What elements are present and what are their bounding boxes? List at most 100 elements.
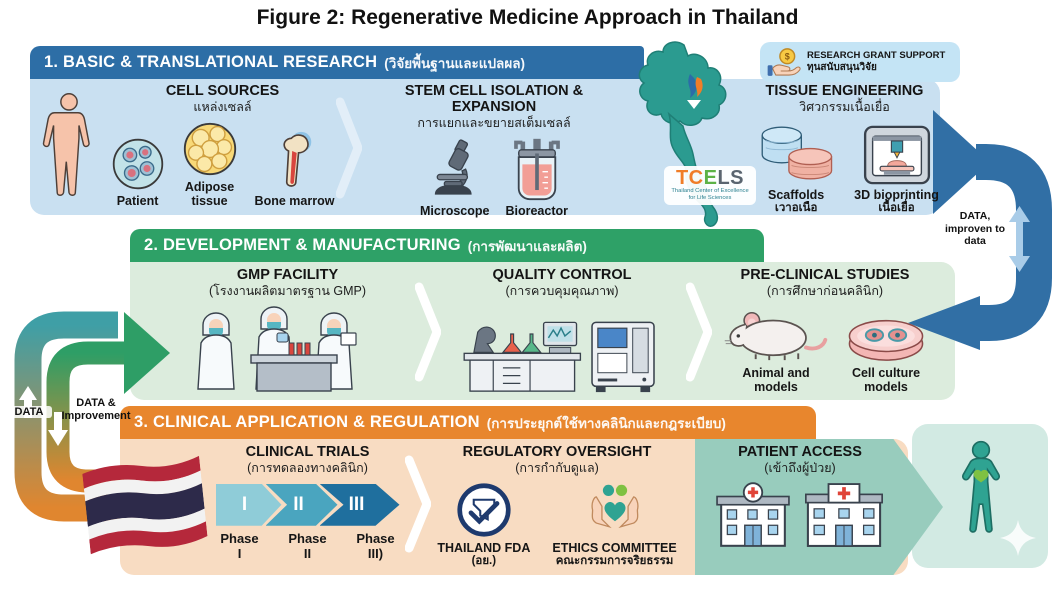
coin-symbol: $ xyxy=(785,52,790,62)
sparkle-icon xyxy=(1000,520,1036,556)
thai-flag xyxy=(82,455,208,555)
patient-cells-icon xyxy=(112,138,163,189)
chevron-separator-icon xyxy=(336,97,362,199)
grant-label: RESEARCH GRANT SUPPORT xyxy=(807,50,946,62)
gmp-workers-icon xyxy=(196,305,357,392)
petri-dish-icon xyxy=(848,319,924,361)
section-1-heading: 1. BASIC & TRANSLATIONAL RESEARCH xyxy=(44,53,378,71)
regulatory-group: REGULATORY OVERSIGHT (การกำกับดูแล) THAI… xyxy=(428,444,686,568)
bioreactor-item: Bioreactor xyxy=(505,137,568,218)
tcels-letters-ls: LS xyxy=(717,167,745,189)
phase-arrows: I II III xyxy=(215,483,400,526)
bioprinting-label: 3D bioprinting xyxy=(854,187,939,202)
quality-control-group: QUALITY CONTROL (การควบคุมคุณภาพ) xyxy=(442,267,682,395)
bone-marrow-label: Bone marrow xyxy=(254,193,335,208)
hospital-icon xyxy=(716,481,790,547)
gmp-thai: (โรงงานผลิตมาตรฐาน GMP) xyxy=(208,283,367,298)
figure-title: Figure 2: Regenerative Medicine Approach… xyxy=(256,6,799,29)
ethics-label: ETHICS COMMITTEE xyxy=(552,540,677,555)
section-1-heading-thai: (วิจัยพื้นฐานและแปลผล) xyxy=(384,55,525,71)
tcels-tagline-2: for Life Sciences xyxy=(688,195,732,202)
access-title: PATIENT ACCESS xyxy=(738,444,862,460)
tissue-engineering-group: TISSUE ENGINEERING วิศวกรรมเนื้อเยื่อ Sc… xyxy=(742,83,947,215)
chevron-separator-icon xyxy=(415,282,441,382)
right-feedback-arrow xyxy=(908,110,1052,350)
bioprinting-item: 3D bioprinting เนื้อเยื่อ xyxy=(854,125,939,215)
qc-thai: (การควบคุมคุณภาพ) xyxy=(505,283,619,298)
patient-label: Patient xyxy=(116,193,159,208)
double-arrow-icon xyxy=(1009,206,1030,272)
grant-badge: $ RESEARCH GRANT SUPPORT ทุนสนับสนุนวิจั… xyxy=(760,42,960,82)
down-arrow-icon xyxy=(48,412,68,446)
bioreactor-label: Bioreactor xyxy=(505,203,568,218)
access-thai: (เข้าถึงผู้ป่วย) xyxy=(764,460,836,475)
isolation-group: STEM CELL ISOLATION & EXPANSION การแยกแล… xyxy=(368,83,620,218)
phase-1-chevron: I xyxy=(215,483,282,526)
outcome-human-icon xyxy=(962,440,1000,533)
microscope-icon xyxy=(434,139,472,195)
bioprinting-thai: เนื้อเยื่อ xyxy=(878,201,915,214)
left-data-label: DATA xyxy=(6,406,52,418)
patient-item: Patient xyxy=(111,137,165,208)
chevron-separator-icon xyxy=(686,282,712,382)
human-body-icon xyxy=(42,92,90,196)
scaffolds-label: Scaffolds xyxy=(768,187,825,202)
rat-icon xyxy=(724,311,828,360)
trials-title: CLINICAL TRIALS xyxy=(245,444,370,460)
trials-thai: (การทดลองทางคลินิก) xyxy=(247,460,368,475)
bioreactor-icon xyxy=(513,138,560,200)
cell-culture-label: Cell culture models xyxy=(851,365,921,394)
animal-models-item: Animal and models xyxy=(722,305,830,394)
bioprinter-icon xyxy=(863,125,930,184)
section-3-header: 3. CLINICAL APPLICATION & REGULATION (กา… xyxy=(120,406,816,439)
section-3-heading-thai: (การประยุกต์ใช้ทางคลินิกและกฎระเบียบ) xyxy=(486,415,726,431)
section-2-heading: 2. DEVELOPMENT & MANUFACTURING xyxy=(144,236,461,254)
isolation-thai: การแยกและขยายสเต็มเซลล์ xyxy=(417,115,571,130)
ethics-hands-icon xyxy=(590,484,639,528)
patient-access-group: PATIENT ACCESS (เข้าถึงผู้ป่วย) xyxy=(705,444,895,548)
tcels-tagline-1: Thailand Center of Excellence xyxy=(671,188,749,194)
microscope-item: Microscope xyxy=(420,139,489,218)
section-1-header: 1. BASIC & TRANSLATIONAL RESEARCH (วิจัย… xyxy=(30,46,644,79)
cell-sources-group: CELL SOURCES แหล่งเซลล์ Patient xyxy=(95,83,350,208)
adipose-item: Adipose tissue xyxy=(181,121,239,208)
right-feedback-label: DATA, improven to data xyxy=(944,210,1006,248)
chevron-separator-icon xyxy=(405,455,431,553)
coin-hand-icon: $ xyxy=(767,48,801,76)
green-arrowhead-icon xyxy=(124,312,170,394)
fda-seal-icon xyxy=(457,483,511,537)
animal-models-label: Animal and models xyxy=(742,365,810,394)
isolation-title: STEM CELL ISOLATION & EXPANSION xyxy=(404,83,584,115)
cell-sources-title: CELL SOURCES xyxy=(165,83,280,99)
tissue-title: TISSUE ENGINEERING xyxy=(765,83,924,99)
grant-label-thai: ทุนสนับสนุนวิจัย xyxy=(807,61,877,73)
scaffolds-item: Scaffolds เวาอเนือ xyxy=(750,121,842,215)
up-arrow-icon xyxy=(19,386,37,418)
regulatory-thai: (การกำกับดูแล) xyxy=(515,460,599,475)
preclinical-group: PRE-CLINICAL STUDIES (การศึกษาก่อนคลินิก… xyxy=(705,267,945,394)
tcels-letter-e: E xyxy=(703,167,718,189)
microscope-label: Microscope xyxy=(420,203,490,218)
preclinical-thai: (การศึกษาก่อนคลินิก) xyxy=(766,283,884,298)
section-2-heading-thai: (การพัฒนาและผลิต) xyxy=(467,238,587,254)
thailand-fda-item: THAILAND FDA (อย.) xyxy=(437,482,530,568)
tcels-flame-icon xyxy=(688,74,697,98)
fda-label: THAILAND FDA xyxy=(437,540,531,555)
tissue-thai: วิศวกรรมเนื้อเยื่อ xyxy=(799,99,890,114)
fda-thai: (อย.) xyxy=(471,554,497,567)
regulatory-title: REGULATORY OVERSIGHT xyxy=(462,444,652,460)
gmp-title: GMP FACILITY xyxy=(236,267,339,283)
scaffolds-thai: เวาอเนือ xyxy=(774,201,818,214)
qc-lab-icon xyxy=(463,321,655,392)
cell-culture-item: Cell culture models xyxy=(844,313,928,394)
adipose-tissue-icon xyxy=(183,122,236,175)
bone-marrow-item: Bone marrow xyxy=(254,131,335,208)
cell-sources-thai: แหล่งเซลล์ xyxy=(193,99,252,114)
ethics-committee-item: ETHICS COMMITTEE คณะกรรมการจริยธรรม xyxy=(552,482,677,568)
left-improvement-label: DATA & Improvement xyxy=(61,397,131,423)
clinical-trials-group: CLINICAL TRIALS (การทดลองทางคลินิก) I II… xyxy=(195,444,420,562)
